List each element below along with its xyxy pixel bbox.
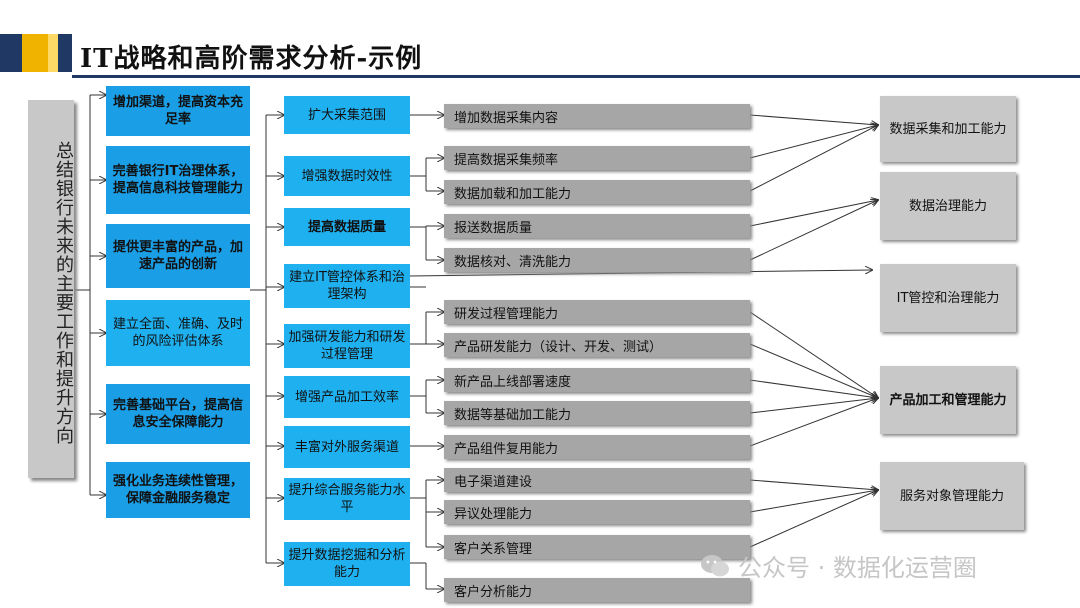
- goal-box: 完善银行IT治理体系，提高信息科技管理能力: [106, 146, 250, 214]
- capability-item: 数据等基础加工能力: [444, 401, 750, 425]
- initiative-box: 增强产品加工效率: [284, 376, 410, 418]
- watermark: 公众号 · 数据化运营圈: [700, 548, 977, 583]
- goal-box: 提供更丰富的产品，加速产品的创新: [106, 224, 250, 288]
- capability-item: 产品研发能力（设计、开发、测试）: [444, 333, 750, 357]
- page-title: IT战略和高阶需求分析-示例: [80, 44, 423, 74]
- capability-item: 客户分析能力: [444, 578, 750, 602]
- header-underline: [72, 75, 1080, 78]
- capability-item: 客户关系管理: [444, 535, 750, 559]
- left-summary-label: 总结银行未来的主要工作和提升方向: [28, 100, 74, 478]
- initiative-box: 增强数据时效性: [284, 156, 410, 196]
- capability-item: 新产品上线部署速度: [444, 368, 750, 392]
- initiative-box: 丰富对外服务渠道: [284, 426, 410, 468]
- initiative-box: 提升数据挖掘和分析能力: [284, 542, 410, 586]
- header-accent: [22, 34, 48, 72]
- wechat-icon: [701, 554, 729, 576]
- goal-box: 完善基础平台，提高信息安全保障能力: [106, 384, 250, 444]
- goal-box: 强化业务连续性管理，保障金融服务稳定: [106, 462, 250, 518]
- initiative-box: 提升综合服务能力水平: [284, 478, 410, 520]
- goal-box: 增加渠道，提高资本充足率: [106, 86, 250, 136]
- capability-item: 电子渠道建设: [444, 468, 750, 492]
- capability-item: 增加数据采集内容: [444, 104, 750, 128]
- capability-item: 数据核对、清洗能力: [444, 248, 750, 272]
- capability-item: 产品组件复用能力: [444, 435, 750, 459]
- capability-item: 报送数据质量: [444, 214, 750, 238]
- capability-category: 服务对象管理能力: [880, 462, 1024, 530]
- watermark-text: 公众号 · 数据化运营圈: [738, 554, 977, 582]
- capability-item: 异议处理能力: [444, 500, 750, 524]
- capability-item: 提高数据采集频率: [444, 146, 750, 170]
- capability-item: 研发过程管理能力: [444, 300, 750, 324]
- capability-category: IT管控和治理能力: [880, 264, 1016, 332]
- goal-box: 建立全面、准确、及时的风险评估体系: [106, 300, 250, 366]
- initiative-box: 加强研发能力和研发过程管理: [284, 324, 410, 368]
- initiative-box: 建立IT管控体系和治理架构: [284, 264, 410, 308]
- capability-item: 数据加载和加工能力: [444, 180, 750, 204]
- capability-category: 数据采集和加工能力: [880, 96, 1016, 162]
- capability-category: 数据治理能力: [880, 172, 1016, 240]
- capability-category: 产品加工和管理能力: [880, 366, 1016, 434]
- initiative-box: 提高数据质量: [284, 208, 410, 246]
- initiative-box: 扩大采集范围: [284, 96, 410, 134]
- header-accent-light: [48, 34, 58, 72]
